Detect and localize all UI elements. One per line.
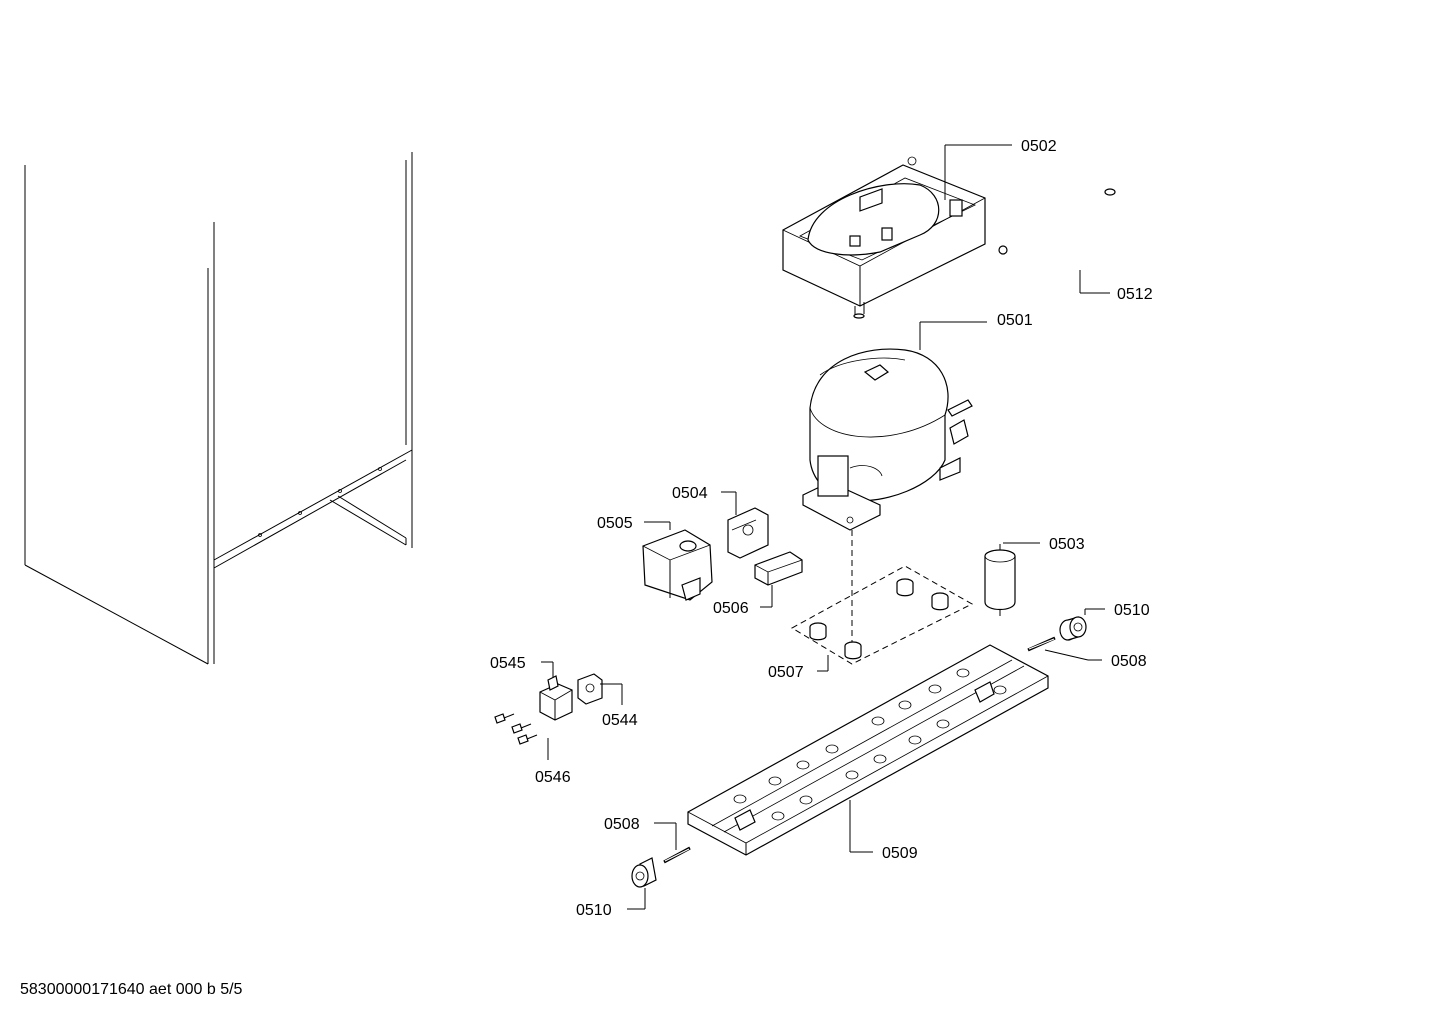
rail-holes: [733, 668, 1007, 821]
callout-0507: 0507: [768, 664, 804, 681]
part-0546-screws: [494, 713, 549, 760]
callout-0501: 0501: [997, 312, 1033, 329]
part-0545-bracket: [539, 661, 573, 721]
screw-1: [494, 713, 515, 724]
screw-2: [511, 723, 532, 734]
callout-0510b: 0510: [576, 902, 612, 919]
part-0507-mounts: [790, 565, 974, 672]
callout-0506: 0506: [713, 600, 749, 617]
callout-0508b: 0508: [604, 816, 640, 833]
rubber-mount-4: [844, 641, 862, 660]
rubber-mount-3: [809, 622, 827, 641]
part-0512-hose: [998, 188, 1116, 294]
part-0506-connector: [754, 551, 803, 608]
part-0508-pin-left: [654, 822, 691, 864]
cabinet-outline: [24, 152, 413, 665]
callout-0508a: 0508: [1111, 653, 1147, 670]
callout-0545: 0545: [490, 655, 526, 672]
callout-0544: 0544: [602, 712, 638, 729]
callout-0502: 0502: [1021, 138, 1057, 155]
document-id: 58300000171640 aet 000 b 5/5: [20, 981, 243, 998]
part-0544-clip: [577, 673, 623, 705]
callout-0546: 0546: [535, 769, 571, 786]
callout-0512: 0512: [1117, 286, 1153, 303]
callout-0505: 0505: [597, 515, 633, 532]
part-0504-relay: [721, 491, 769, 559]
callout-0504: 0504: [672, 485, 708, 502]
screw-3: [517, 734, 538, 745]
rubber-mount-1: [896, 578, 914, 597]
part-0510-foot-left: [627, 857, 657, 910]
callout-0503: 0503: [1049, 536, 1085, 553]
part-0501-compressor: [802, 321, 987, 531]
rubber-mount-2: [931, 592, 949, 611]
callout-0509: 0509: [882, 845, 918, 862]
callout-0510a: 0510: [1114, 602, 1150, 619]
part-0510-foot-right: [1059, 608, 1105, 641]
part-0503-drier: [984, 542, 1040, 616]
part-0509-base-rail: [687, 644, 1049, 856]
part-0508-pin-right: [1027, 636, 1102, 661]
part-0505-cover: [642, 521, 713, 601]
part-0502-tray: [782, 144, 1012, 319]
